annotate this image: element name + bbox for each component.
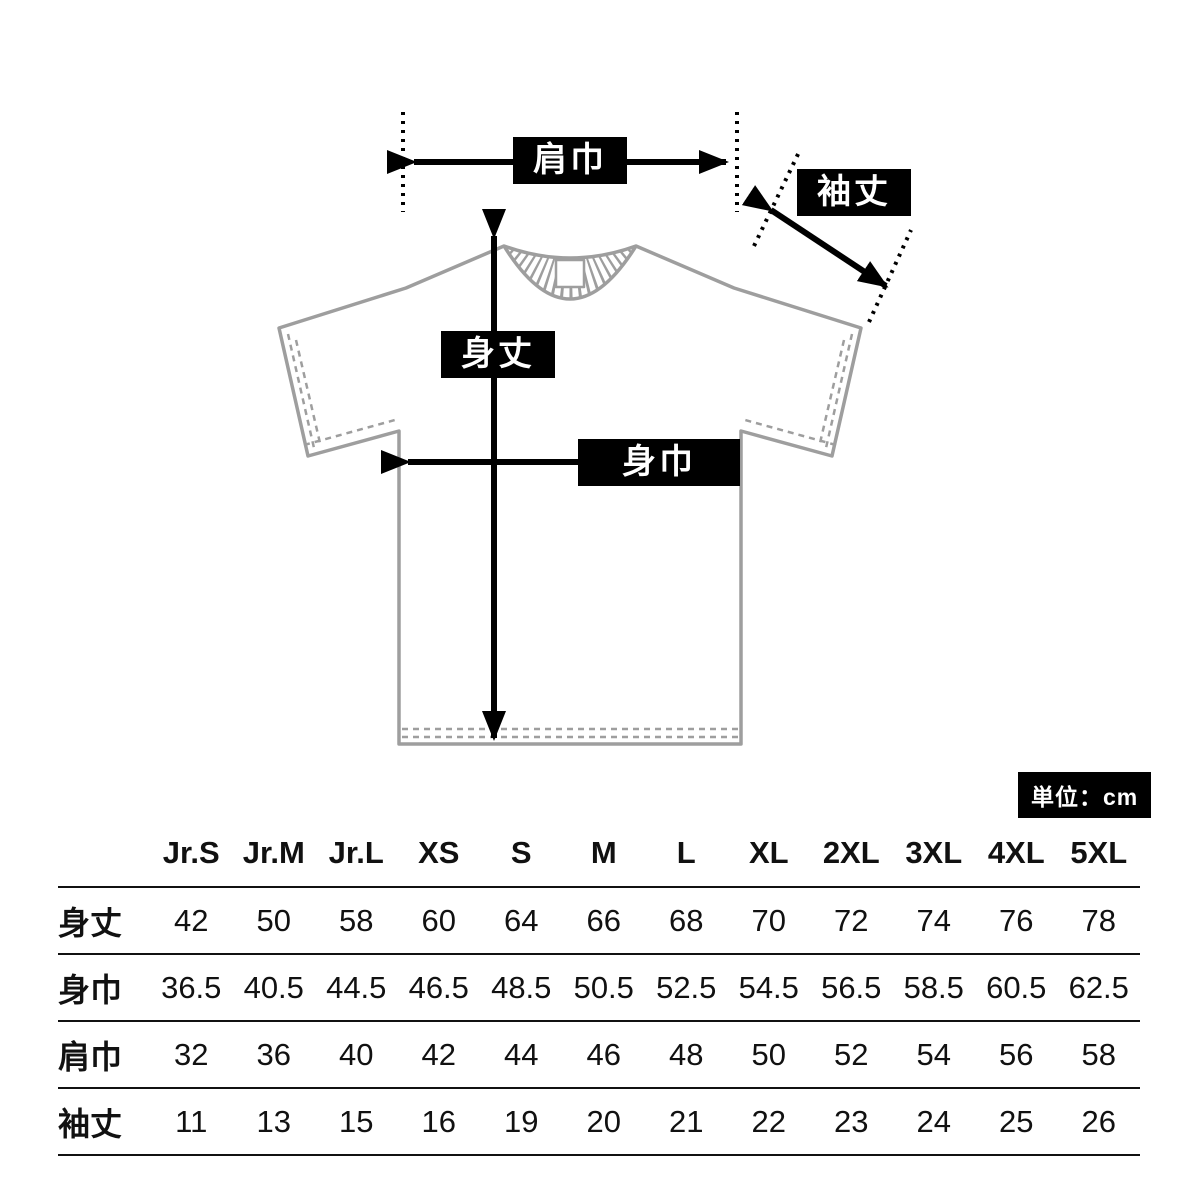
size-column-header: 3XL [905, 835, 963, 870]
size-value: 15 [339, 1103, 374, 1139]
size-table-header-row: Jr.S Jr.M Jr.L XS S M L XL 2XL 3XL 4XL 5… [58, 820, 1140, 886]
size-column-header: XS [418, 835, 460, 870]
size-value: 32 [174, 1036, 209, 1072]
size-value: 58 [339, 902, 374, 938]
size-value: 36 [256, 1036, 291, 1072]
size-value: 58 [1081, 1036, 1116, 1072]
size-column-header: Jr.S [162, 835, 220, 870]
table-row-sleeve-length: 袖丈 11 13 15 16 19 20 21 22 23 24 25 26 [58, 1087, 1140, 1154]
size-value: 66 [586, 902, 621, 938]
size-value: 42 [174, 902, 209, 938]
size-value: 48 [669, 1036, 704, 1072]
size-value: 44.5 [326, 969, 387, 1005]
size-value: 70 [751, 902, 786, 938]
size-column-header: 4XL [987, 835, 1045, 870]
shoulder-width-label: 肩巾 [513, 137, 627, 185]
size-value: 26 [1081, 1103, 1116, 1139]
size-value: 54 [916, 1036, 951, 1072]
size-value: 52 [834, 1036, 869, 1072]
size-value: 62.5 [1068, 969, 1129, 1005]
size-column-header: M [590, 835, 617, 870]
size-value: 22 [751, 1103, 786, 1139]
table-row-shoulder-width: 肩巾 32 36 40 42 44 46 48 50 52 54 56 58 [58, 1020, 1140, 1087]
row-label: 身丈 [58, 904, 123, 941]
size-value: 21 [669, 1103, 704, 1139]
size-column-header: XL [748, 835, 789, 870]
size-value: 56 [999, 1036, 1034, 1072]
unit-label: 単位：cm [1018, 772, 1152, 818]
size-value: 24 [916, 1103, 951, 1139]
tshirt-measurement-diagram [277, 112, 913, 746]
row-label: 袖丈 [58, 1105, 123, 1142]
size-value: 50 [751, 1036, 786, 1072]
size-value: 50 [256, 902, 291, 938]
size-column-header: 5XL [1070, 835, 1128, 870]
size-value: 78 [1081, 902, 1116, 938]
size-value: 76 [999, 902, 1034, 938]
body-width-label: 身巾 [578, 439, 740, 487]
size-value: 72 [834, 902, 869, 938]
sleeve-length-label: 袖丈 [797, 169, 911, 217]
size-value: 25 [999, 1103, 1034, 1139]
size-column-header: Jr.M [242, 835, 305, 870]
size-value: 50.5 [573, 969, 634, 1005]
size-value: 16 [421, 1103, 456, 1139]
tshirt-outline [277, 244, 863, 746]
size-column-header: Jr.L [328, 835, 384, 870]
size-value: 11 [175, 1103, 208, 1139]
size-value: 52.5 [656, 969, 717, 1005]
row-label: 身巾 [58, 971, 123, 1008]
size-column-header: S [510, 835, 532, 870]
size-value: 60 [421, 902, 456, 938]
body-length-label: 身丈 [441, 331, 555, 379]
size-value: 60.5 [986, 969, 1047, 1005]
row-label: 肩巾 [58, 1038, 123, 1075]
size-column-header: L [676, 835, 696, 870]
table-row-body-length: 身丈 42 50 58 60 64 66 68 70 72 74 76 78 [58, 886, 1140, 953]
size-value: 58.5 [903, 969, 964, 1005]
size-value: 46.5 [408, 969, 469, 1005]
collar-tag [554, 258, 586, 289]
size-column-header: 2XL [822, 835, 880, 870]
collar [502, 245, 638, 301]
size-value: 13 [256, 1103, 291, 1139]
size-table: Jr.S Jr.M Jr.L XS S M L XL 2XL 3XL 4XL 5… [58, 820, 1140, 1156]
size-value: 40 [339, 1036, 374, 1072]
table-row-body-width: 身巾 36.5 40.5 44.5 46.5 48.5 50.5 52.5 54… [58, 953, 1140, 1020]
size-value: 20 [586, 1103, 621, 1139]
size-value: 19 [504, 1103, 539, 1139]
stitch-lines [286, 333, 854, 739]
size-value: 44 [504, 1036, 539, 1072]
size-value: 68 [669, 902, 704, 938]
size-value: 54.5 [738, 969, 799, 1005]
size-value: 64 [504, 902, 539, 938]
size-value: 42 [421, 1036, 456, 1072]
size-value: 40.5 [243, 969, 304, 1005]
size-value: 46 [586, 1036, 621, 1072]
size-value: 74 [916, 902, 951, 938]
size-value: 23 [834, 1103, 869, 1139]
size-value: 48.5 [491, 969, 552, 1005]
size-value: 56.5 [821, 969, 882, 1005]
size-value: 36.5 [161, 969, 222, 1005]
sleeve-length-arrow [741, 149, 913, 323]
